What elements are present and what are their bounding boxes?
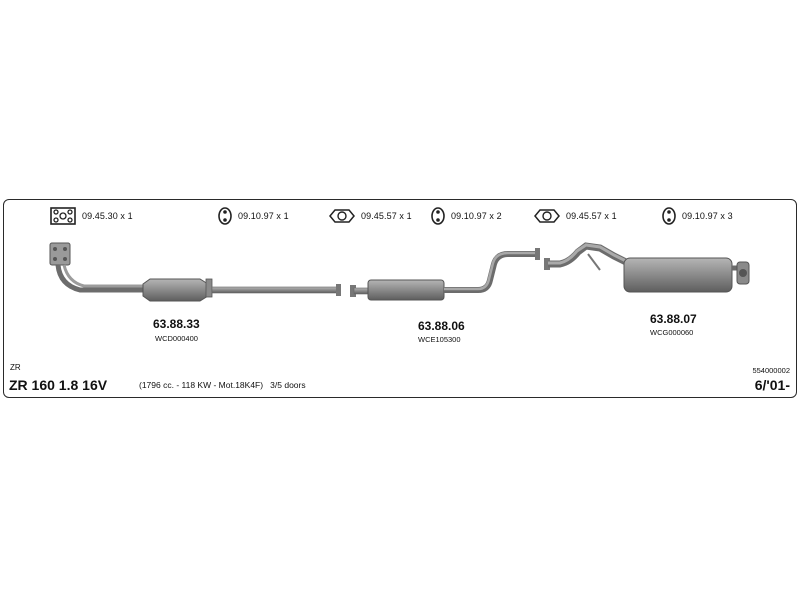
- fitting-code: 09.10.97 x 1: [238, 211, 289, 221]
- model-name: ZR 160 1.8 16V: [9, 377, 108, 393]
- part-number: 63.88.07: [650, 312, 697, 326]
- fitting-item: 09.45.30 x 1: [50, 207, 133, 225]
- fitting-item: 09.10.97 x 2: [431, 207, 502, 225]
- fitting-code: 09.45.57 x 1: [361, 211, 412, 221]
- fitting-item: 09.45.57 x 1: [329, 207, 412, 225]
- oval-gasket-icon: [329, 209, 355, 223]
- oval-gasket-icon: [534, 209, 560, 223]
- rubber-hanger-icon: [431, 207, 445, 225]
- part-code: WCE105300: [418, 335, 461, 344]
- fitting-item: 09.45.57 x 1: [534, 207, 617, 225]
- fitting-code: 09.45.30 x 1: [82, 211, 133, 221]
- rubber-hanger-icon: [662, 207, 676, 225]
- fitting-code: 09.10.97 x 2: [451, 211, 502, 221]
- fitting-item: 09.10.97 x 1: [218, 207, 289, 225]
- part-number: 63.88.33: [153, 317, 200, 331]
- part-code: WCG000060: [650, 328, 694, 337]
- rear-silencer: [544, 242, 750, 293]
- part-number: 63.88.06: [418, 319, 465, 333]
- part-code: WCD000400: [155, 334, 198, 343]
- rubber-hanger-icon: [218, 207, 232, 225]
- fitting-code: 09.10.97 x 3: [682, 211, 733, 221]
- catalog-id: 554000002: [752, 366, 790, 375]
- engine-spec: (1796 cc. - 118 KW - Mot.18K4F) 3/5 door…: [139, 380, 306, 390]
- fitting-code: 09.45.57 x 1: [566, 211, 617, 221]
- middle-pipe-silencer: [350, 248, 540, 301]
- front-pipe-catalyst: [49, 242, 341, 302]
- fitting-item: 09.10.97 x 3: [662, 207, 733, 225]
- model-prefix: ZR: [10, 363, 21, 372]
- model-year: 6/'01-: [754, 377, 790, 393]
- gasket-square-icon: [50, 207, 76, 225]
